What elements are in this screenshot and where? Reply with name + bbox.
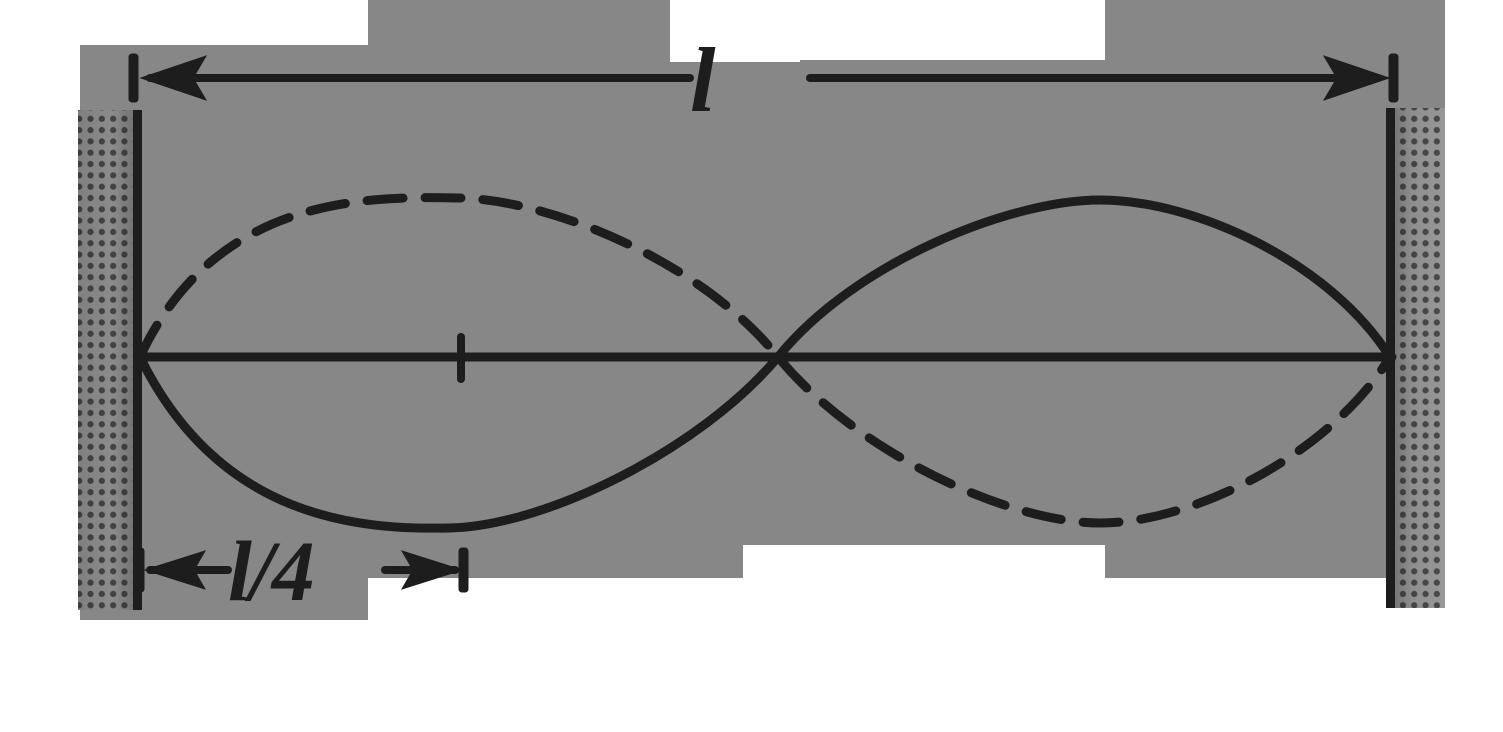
right-wall xyxy=(1386,108,1445,608)
total-length-label: l xyxy=(690,29,716,131)
equilibrium-axis xyxy=(135,333,1397,383)
arrowhead-left xyxy=(139,55,208,101)
quarter-length-label: l/4 xyxy=(228,523,315,619)
arrowhead-left-small xyxy=(143,550,207,590)
page-cutout-bottommid xyxy=(368,578,743,732)
page-cutout-bottomleft xyxy=(0,620,380,732)
arrowhead-right-small xyxy=(400,550,464,590)
dashed-standing-wave xyxy=(135,193,1395,528)
arrowhead-right xyxy=(1322,55,1391,101)
left-wall xyxy=(78,110,142,610)
page-cutout-toprightgap xyxy=(670,0,800,62)
solid-standing-wave xyxy=(135,195,1395,533)
quarter-length-dimension xyxy=(135,547,469,593)
total-length-dimension xyxy=(128,53,1399,103)
page-cutout-leftnotch xyxy=(0,355,80,620)
page-cutout-bottomwide xyxy=(743,545,1105,732)
